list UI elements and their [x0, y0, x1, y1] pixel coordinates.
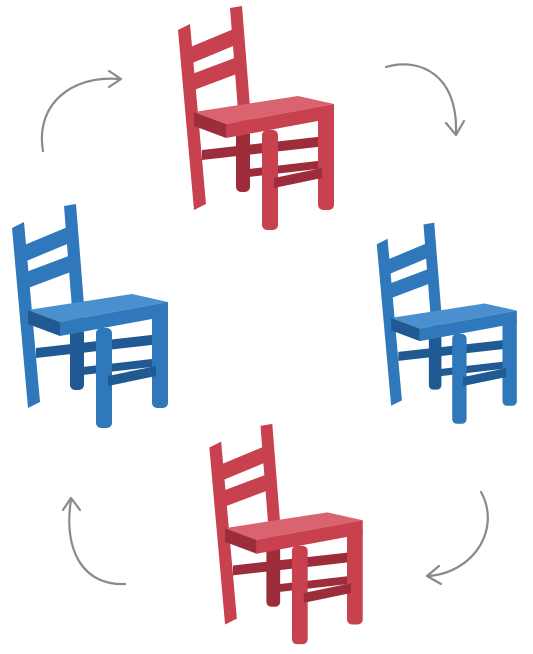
chair-leg-front-right	[152, 308, 168, 408]
chair-icon-right	[366, 205, 533, 445]
curved-arrow-icon-bottom-left	[55, 490, 135, 590]
chair-leg-front-right	[318, 110, 334, 210]
chair-back-slat-bottom	[192, 56, 242, 90]
chair-back-slat-top	[386, 242, 431, 274]
arrow-stroke	[429, 492, 488, 576]
arrow-stroke	[69, 500, 125, 584]
curved-arrow-icon-left-top	[35, 65, 130, 160]
chair-icon-left	[0, 198, 186, 438]
chair-back-slat-top	[219, 446, 268, 481]
chair-leg-front-right	[502, 316, 516, 406]
chair-leg-back-inner	[266, 546, 280, 607]
curved-arrow-icon-right-bottom	[415, 488, 500, 588]
chair-leg-back-inner	[236, 130, 250, 192]
chair-icon-bottom	[196, 418, 382, 654]
chair-back-slat-top	[188, 28, 238, 64]
chair-leg-front-right	[347, 526, 363, 624]
chair-leg-back-inner	[429, 334, 442, 390]
chair-back-slat-bottom	[389, 268, 434, 299]
chair-back-slat-bottom	[26, 254, 76, 288]
arrow-stroke	[42, 79, 119, 151]
curved-arrow-icon-top-right	[380, 55, 470, 150]
chair-icon-top	[166, 0, 352, 240]
chair-leg-back-inner	[70, 328, 84, 390]
chair-back-slat-top	[22, 226, 72, 262]
chair-back-slat-bottom	[223, 473, 272, 506]
